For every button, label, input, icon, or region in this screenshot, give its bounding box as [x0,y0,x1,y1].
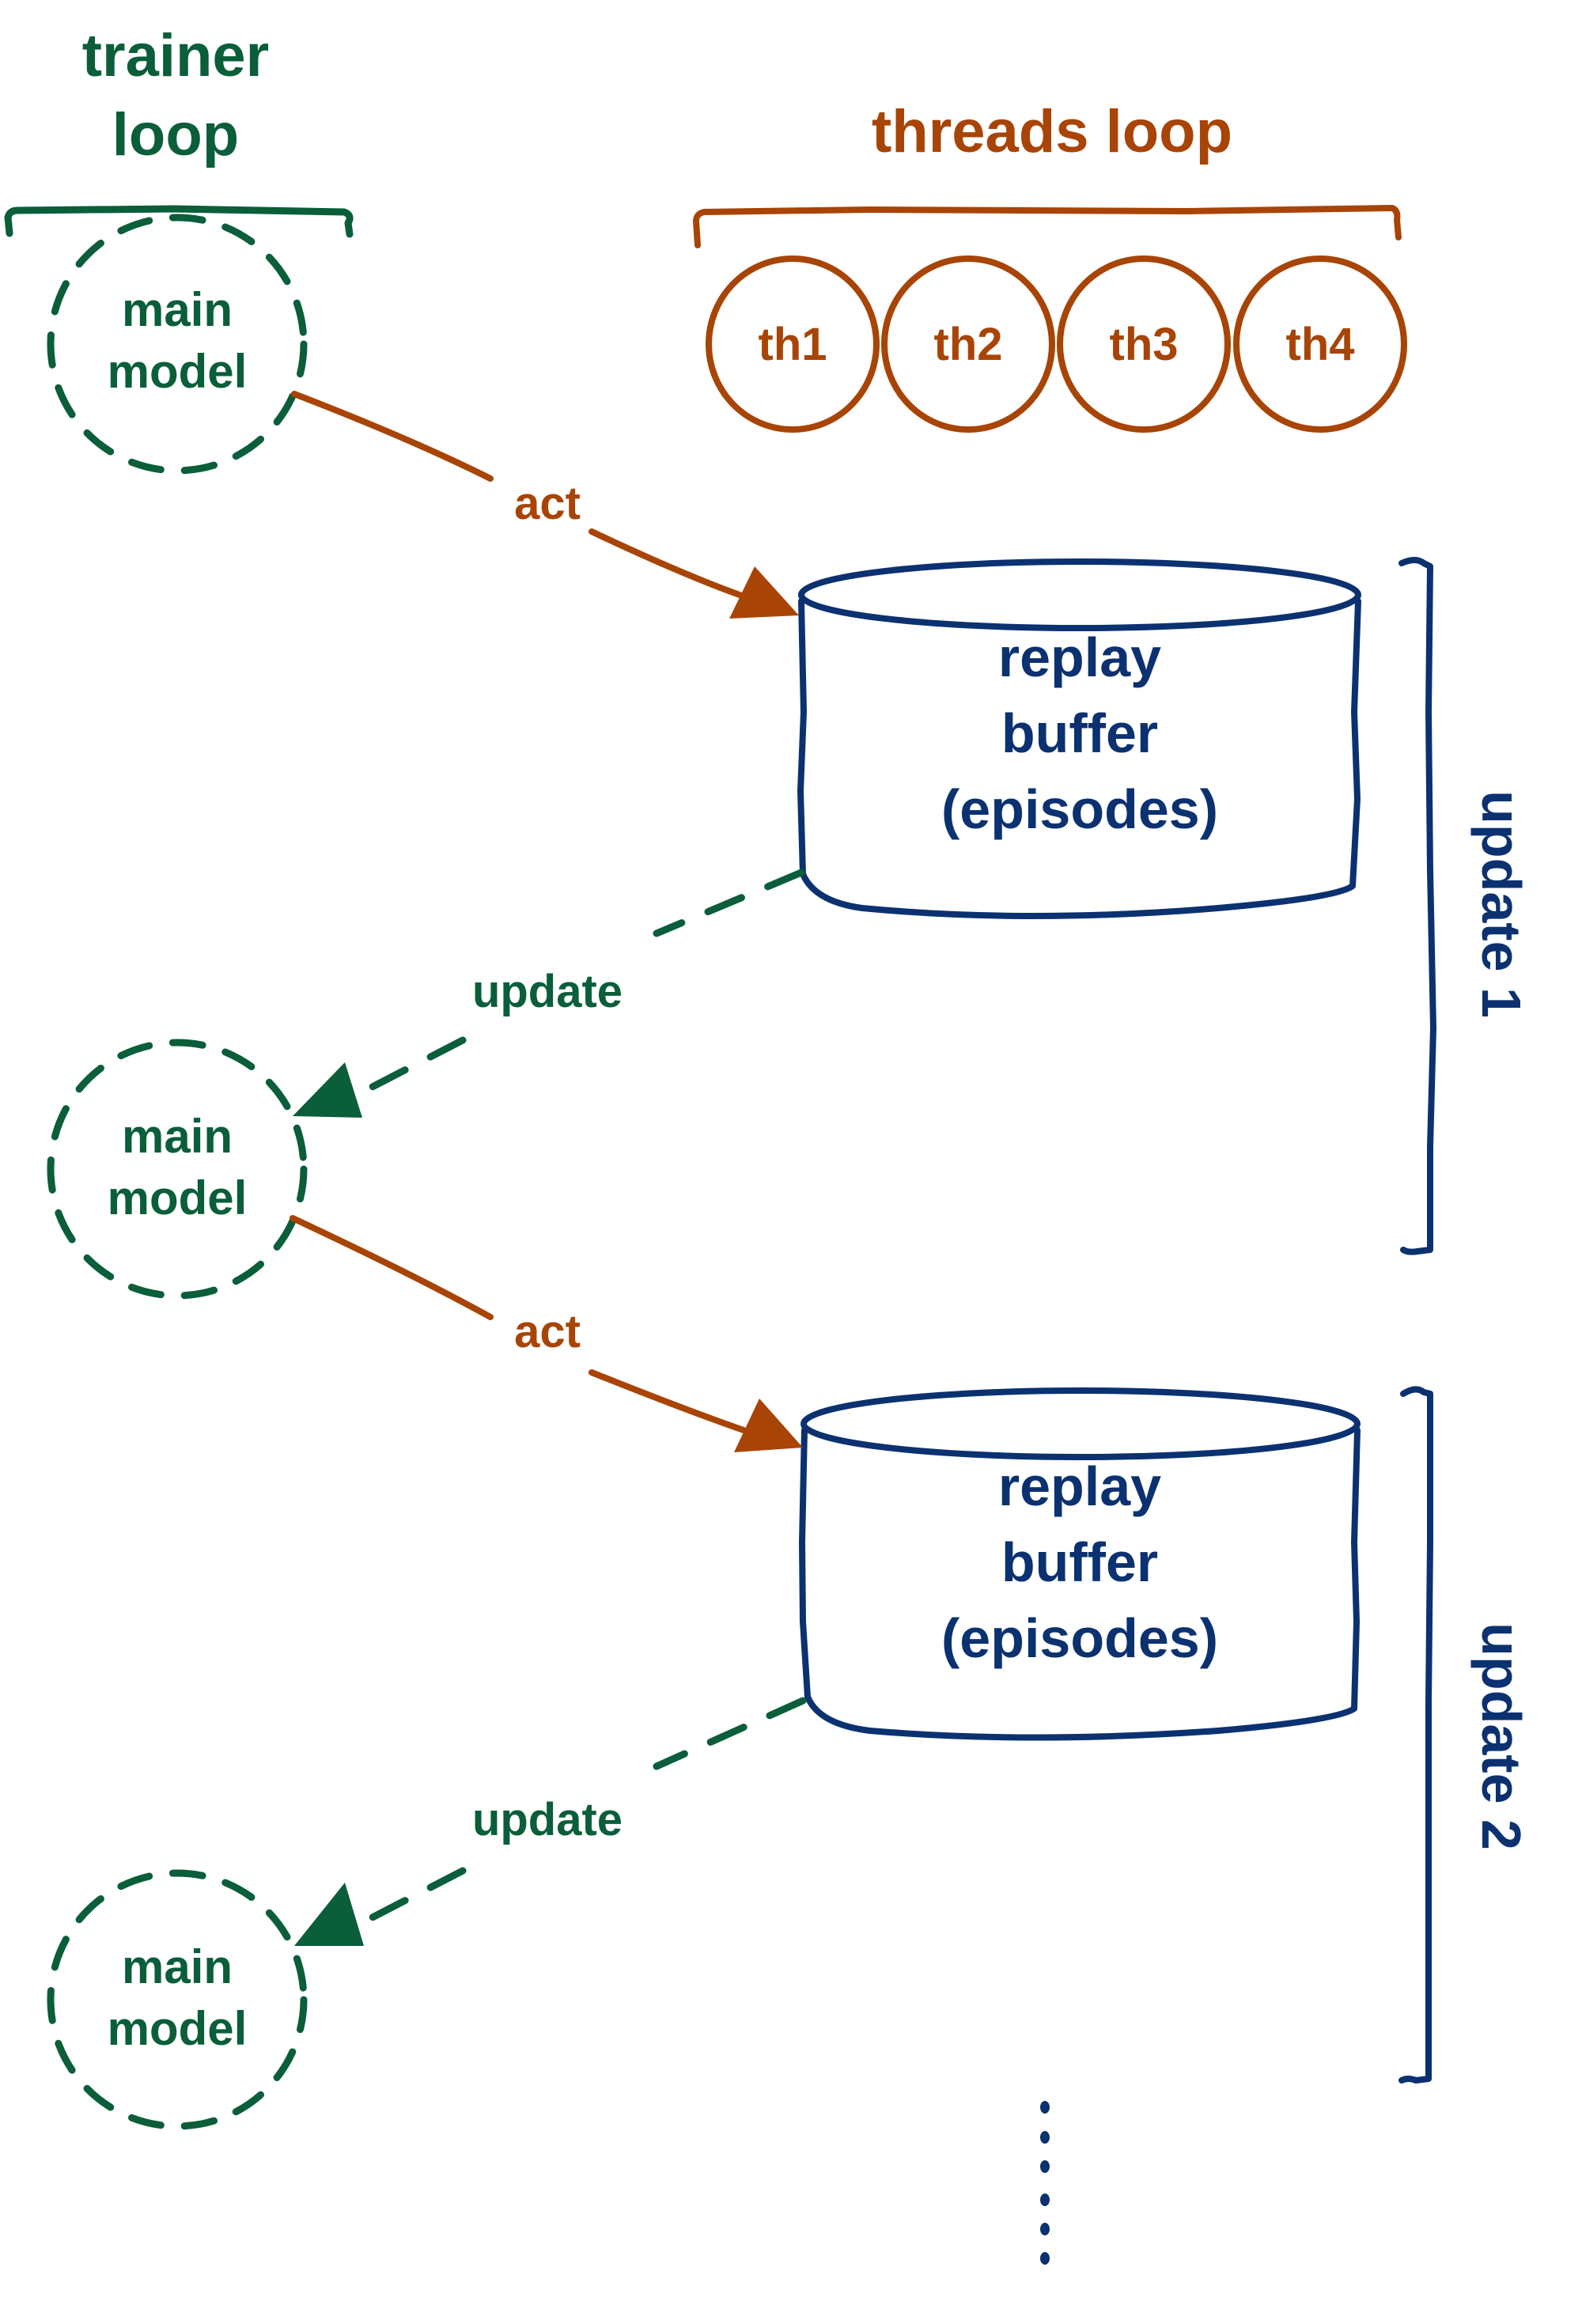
arrowhead-icon [293,1062,362,1118]
thread-label: th3 [1110,319,1179,370]
model-label-line1: main [122,1110,233,1163]
continuation-dot [1040,2160,1050,2173]
edge-act-1: act [291,391,799,619]
thread-th4: th4 [1233,255,1407,433]
buffer-label-line3: (episodes) [941,778,1218,840]
continuation-dot [1040,2223,1050,2235]
model-circle [47,214,308,475]
model-label-line1: main [122,283,233,336]
threads-loop-header: threads loop [693,98,1402,248]
edge-label: update [472,966,623,1017]
replay-buffer-1: replay buffer (episodes) [797,558,1361,919]
buffer-label-line3: (episodes) [941,1607,1218,1669]
model-label-line1: main [122,1940,233,1993]
edge-line [336,1867,467,1938]
trainer-loop-bracket [4,205,354,238]
cylinder-body [799,1427,1361,1741]
update-bracket-label: update 2 [1470,1622,1532,1850]
trainer-loop-title-line2: loop [112,101,239,168]
model-circle [47,1039,308,1300]
edge-label: act [514,1306,581,1357]
thread-circle [1057,255,1231,433]
thread-th3: th3 [1057,255,1231,433]
update-bracket-2: update 2 [1398,1386,1532,2084]
thread-label: th2 [934,319,1003,370]
model-label-line2: model [108,345,248,398]
edge-line [336,1036,467,1107]
buffer-label-line1: replay [998,626,1161,688]
main-model-3: main model [47,1869,308,2130]
thread-circle [881,255,1055,433]
edge-update-2: update [294,1697,807,1946]
main-model-2: main model [47,1039,308,1300]
cylinder-top [800,1387,1361,1460]
update-bracket-1: update 1 [1398,557,1532,1255]
main-model-1: main model [47,214,308,475]
arrowhead-icon [729,566,799,619]
buffer-label-line1: replay [998,1455,1161,1517]
edge-line [291,391,494,482]
buffer-label-line2: buffer [1001,1531,1158,1593]
cylinder-top [798,558,1361,631]
model-label-line2: model [108,2002,248,2055]
continuation-dots [1040,2101,1050,2265]
thread-label: th4 [1286,319,1355,370]
edge-line [589,1369,747,1433]
edge-label: act [514,478,581,529]
threads-loop-bracket [693,205,1402,248]
model-label-line2: model [108,1171,248,1224]
continuation-dot [1040,2101,1050,2114]
cylinder-body [797,598,1361,919]
thread-th2: th2 [881,255,1055,433]
edge-line [589,528,743,598]
continuation-dot [1040,2252,1050,2265]
trainer-loop-header: trainer loop [4,22,354,238]
bracket-line [1398,557,1436,1255]
edge-line [653,1697,807,1770]
thread-th1: th1 [706,255,880,433]
arrowhead-icon [294,1883,364,1946]
edge-label: update [472,1794,623,1845]
trainer-loop-title-line1: trainer [82,22,270,89]
edge-line [653,869,805,937]
thread-circle [706,255,880,433]
bracket-line [1398,1386,1433,2084]
continuation-dot [1040,2131,1050,2144]
thread-circle [1233,255,1407,433]
model-circle [47,1869,308,2130]
thread-label: th1 [759,319,827,370]
edge-update-1: update [293,869,805,1118]
threads-loop-title: threads loop [872,98,1232,165]
continuation-dot [1040,2193,1050,2206]
edge-line [290,1215,494,1320]
arrowhead-icon [734,1399,803,1452]
update-bracket-label: update 1 [1470,790,1532,1018]
edge-act-2: act [290,1215,803,1452]
buffer-label-line2: buffer [1001,702,1158,764]
replay-buffer-2: replay buffer (episodes) [799,1387,1361,1741]
